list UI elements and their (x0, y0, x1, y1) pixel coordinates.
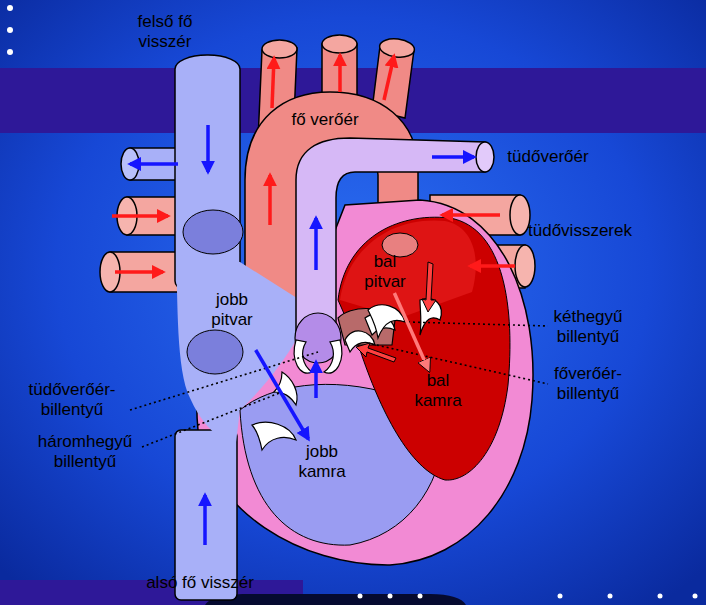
flow-arrow (338, 55, 342, 92)
leader-line (142, 392, 282, 447)
bottom-bar (205, 594, 466, 605)
vein-opening (183, 210, 243, 254)
leader-line (372, 344, 548, 384)
part-label: főverőér- billentyű (538, 364, 638, 403)
dot (388, 594, 393, 599)
flow-arrow (384, 56, 394, 100)
chamber-box: bal pitvar (358, 251, 412, 293)
flow-arrow (442, 213, 500, 217)
part-name: bal pitvar (358, 252, 412, 291)
part-label: tüdőverőér (507, 147, 588, 167)
chamber-box: jobb pitvar (185, 270, 279, 350)
left-ventricle (338, 217, 510, 480)
vessel-end (476, 142, 494, 172)
dot (7, 27, 13, 33)
valve-cusp (324, 340, 342, 373)
flow-arrow (432, 155, 474, 159)
decor-dots (7, 5, 698, 599)
valve-cusp (252, 422, 296, 450)
flow-arrow (272, 58, 274, 108)
chamber-box: jobb kamra (266, 439, 378, 485)
dot (418, 594, 423, 599)
valve-cusp (274, 372, 297, 405)
dot (558, 594, 563, 599)
part-label: tüdővisszerek (528, 221, 632, 241)
flow-arrow (130, 162, 178, 166)
flow-arrow (203, 495, 207, 545)
flow-arrow (422, 262, 436, 312)
part-name: jobb kamra (294, 442, 350, 481)
dot (693, 594, 698, 599)
flow-arrow (115, 270, 163, 274)
flow-arrow (394, 293, 428, 370)
vessel-end (379, 37, 416, 59)
flow-arrow (256, 350, 309, 439)
vessel-end (322, 35, 357, 53)
part-label: felső fő visszér (120, 12, 210, 51)
part-label: alsó fő visszér (146, 573, 254, 593)
part-label: háromhegyű billentyű (33, 432, 138, 471)
flow-arrow (206, 125, 210, 172)
vessel-end (262, 40, 297, 58)
flow-arrow (314, 218, 318, 270)
vessel-end (510, 195, 530, 235)
valve-cusp (368, 305, 405, 338)
part-label: kéthegyű billentyű (541, 307, 636, 346)
dot (358, 594, 363, 599)
vein-opening (187, 330, 243, 374)
vessel-label-box: fő verőér (280, 108, 370, 132)
vessel-end (515, 245, 535, 287)
dot (7, 49, 13, 55)
dot (658, 594, 663, 599)
part-name: jobb pitvar (205, 290, 259, 329)
leader-line (130, 352, 318, 410)
part-label: tüdőverőér- billentyű (22, 380, 122, 419)
flow-arrow (112, 214, 168, 218)
part-name: fő verőér (280, 110, 370, 130)
dot (608, 594, 613, 599)
flow-arrow (268, 175, 272, 225)
dot (7, 5, 13, 11)
flow-arrow (470, 264, 515, 268)
flow-arrow (356, 343, 396, 362)
chamber-box: bal kamra (410, 370, 466, 412)
part-name: bal kamra (410, 371, 466, 410)
leader-line (408, 322, 548, 326)
flow-arrow (314, 362, 318, 398)
left-atrium (340, 220, 476, 318)
